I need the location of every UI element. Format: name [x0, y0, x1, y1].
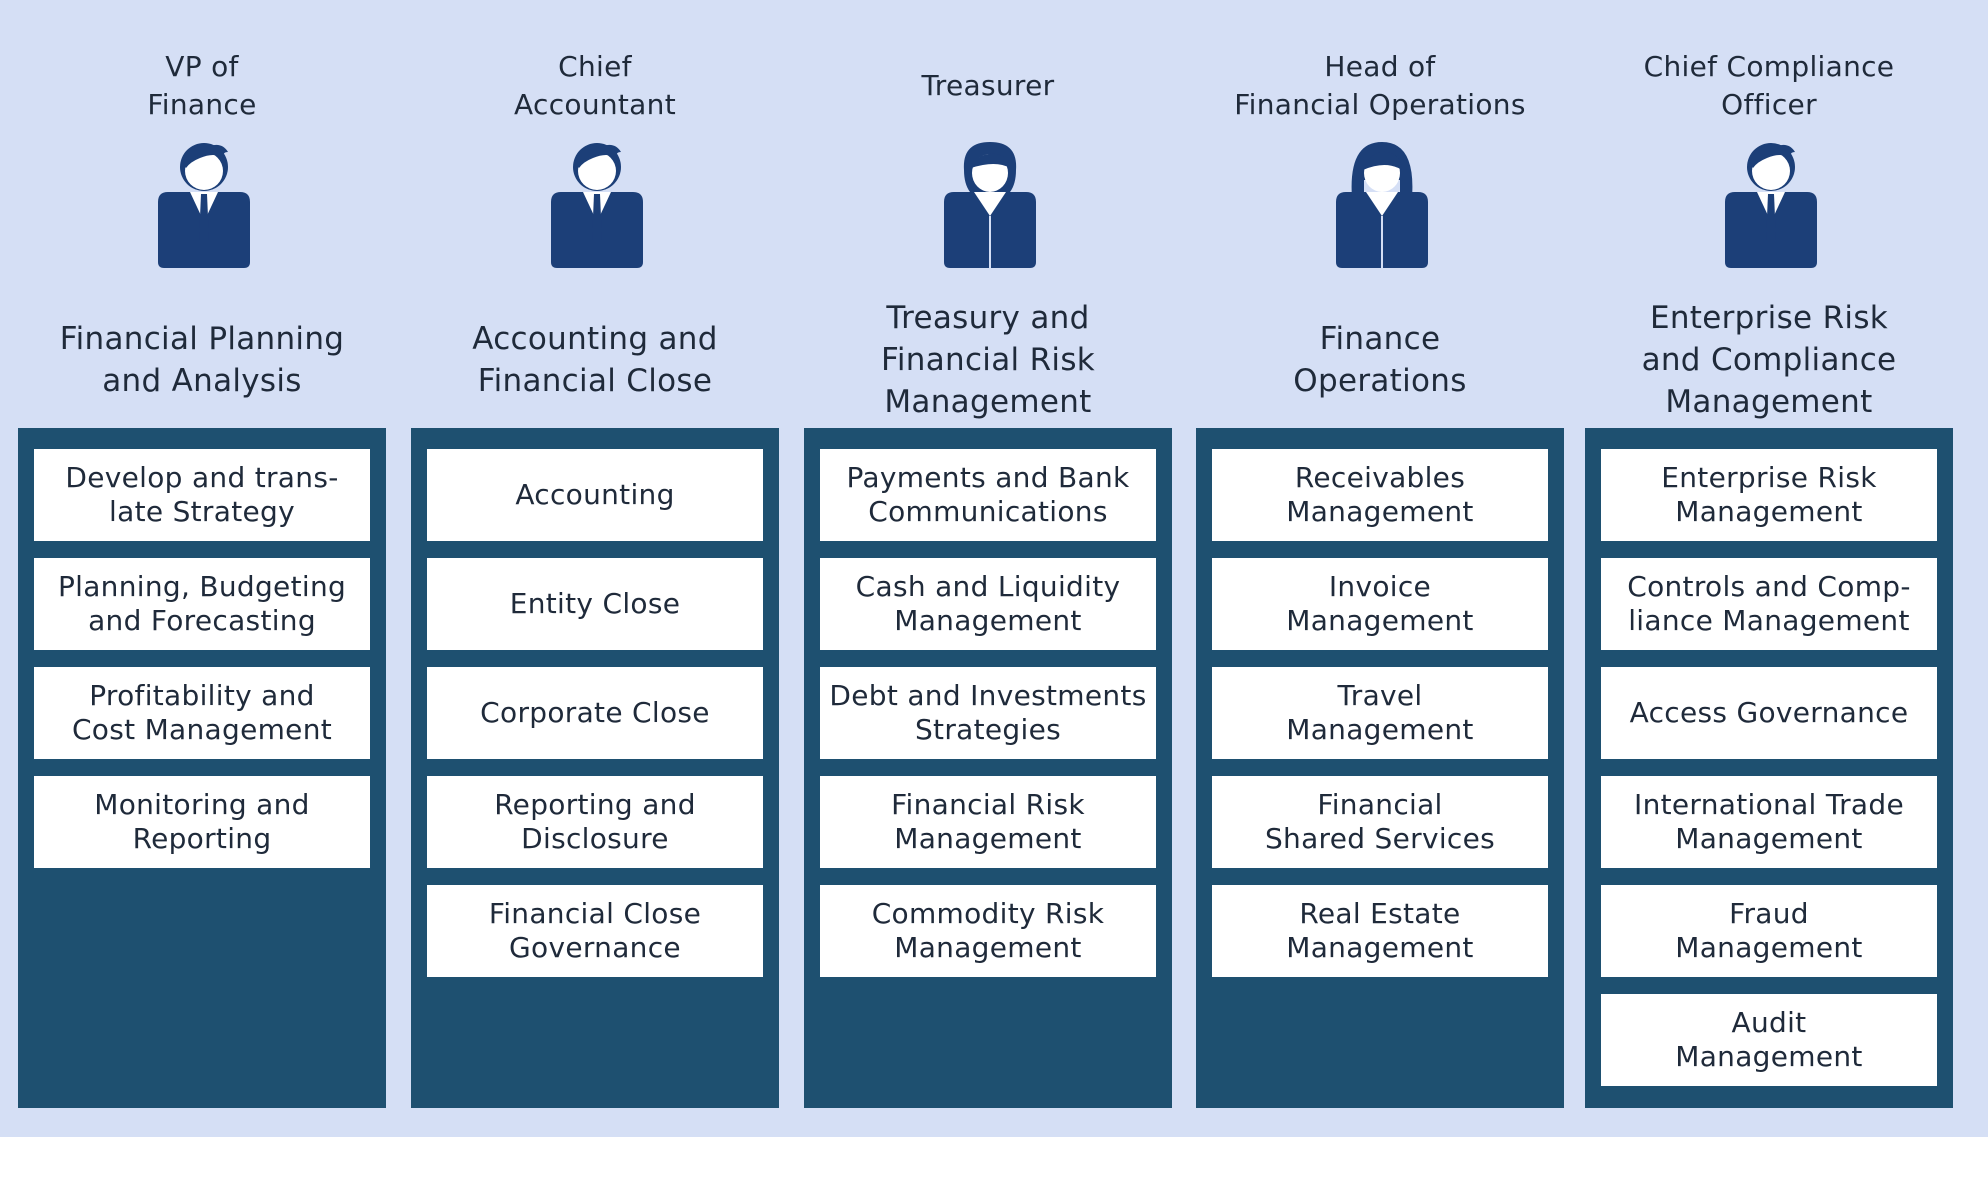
- businesswoman-icon: [1330, 140, 1434, 270]
- process-card: Monitoring and Reporting: [34, 776, 370, 868]
- column-financial-planning: VP of Finance Financial Planning and Ana…: [18, 0, 386, 1108]
- process-card: Invoice Management: [1212, 558, 1548, 650]
- businesswoman-icon: [938, 140, 1042, 270]
- column-finance-operations: Head of Financial Operations Finance Ope…: [1196, 0, 1564, 1108]
- process-card: Debt and Investments Strategies: [820, 667, 1156, 759]
- area-title: Accounting and Financial Close: [472, 321, 718, 399]
- role-title: Treasurer: [921, 69, 1055, 102]
- process-card: Access Governance: [1601, 667, 1937, 759]
- process-card: Corporate Close: [427, 667, 763, 759]
- process-card: Receivables Management: [1212, 449, 1548, 541]
- process-list: Develop and trans- late Strategy Plannin…: [18, 428, 386, 1108]
- process-card: Real Estate Management: [1212, 885, 1548, 977]
- process-card: International Trade Management: [1601, 776, 1937, 868]
- column-treasury-risk: Treasurer Treasury and Financial Risk Ma…: [804, 0, 1172, 1108]
- process-card: Financial Risk Management: [820, 776, 1156, 868]
- process-list: Receivables Management Invoice Managemen…: [1196, 428, 1564, 1108]
- process-card: Controls and Comp- liance Management: [1601, 558, 1937, 650]
- role-title: Chief Accountant: [514, 50, 676, 121]
- process-list: Payments and Bank Communications Cash an…: [804, 428, 1172, 1108]
- role-title: Chief Compliance Officer: [1643, 50, 1895, 121]
- process-card: Develop and trans- late Strategy: [34, 449, 370, 541]
- process-card: Audit Management: [1601, 994, 1937, 1086]
- businessman-icon: [1719, 140, 1823, 270]
- column-accounting-close: Chief Accountant Accounting and Financia…: [411, 0, 779, 1108]
- process-card: Reporting and Disclosure: [427, 776, 763, 868]
- role-title: VP of Finance: [147, 50, 257, 121]
- role-title: Head of Financial Operations: [1234, 50, 1526, 121]
- process-card: Profitability and Cost Management: [34, 667, 370, 759]
- process-card: Payments and Bank Communications: [820, 449, 1156, 541]
- businessman-icon: [152, 140, 256, 270]
- process-list: Accounting Entity Close Corporate Close …: [411, 428, 779, 1108]
- area-title: Finance Operations: [1293, 321, 1467, 399]
- process-card: Entity Close: [427, 558, 763, 650]
- process-card: Cash and Liquidity Management: [820, 558, 1156, 650]
- process-card: Travel Management: [1212, 667, 1548, 759]
- process-list: Enterprise Risk Management Controls and …: [1585, 428, 1953, 1108]
- businessman-icon: [545, 140, 649, 270]
- process-card: Enterprise Risk Management: [1601, 449, 1937, 541]
- process-card: Financial Close Governance: [427, 885, 763, 977]
- process-card: Commodity Risk Management: [820, 885, 1156, 977]
- area-title: Treasury and Financial Risk Management: [880, 300, 1096, 420]
- area-title: Financial Planning and Analysis: [59, 321, 345, 399]
- column-risk-compliance: Chief Compliance Officer Enterprise Risk…: [1585, 0, 1953, 1108]
- process-card: Fraud Management: [1601, 885, 1937, 977]
- process-card: Planning, Budgeting and Forecasting: [34, 558, 370, 650]
- area-title: Enterprise Risk and Compliance Managemen…: [1641, 300, 1897, 420]
- process-card: Accounting: [427, 449, 763, 541]
- process-card: Financial Shared Services: [1212, 776, 1548, 868]
